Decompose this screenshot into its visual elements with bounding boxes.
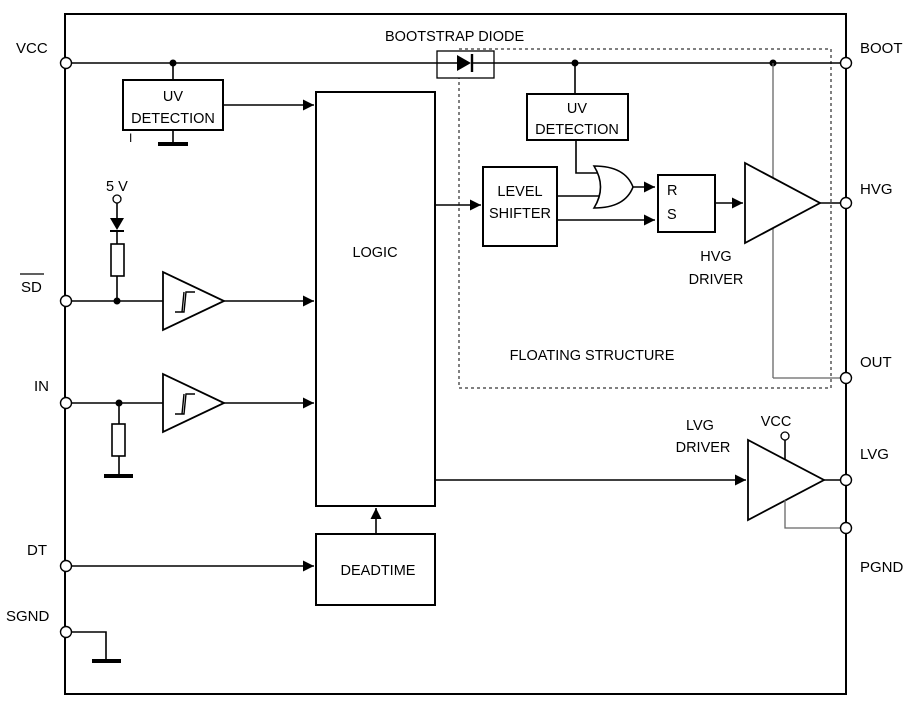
pin-vcc-label: VCC [16, 40, 48, 57]
uv1-label-line1: UV [163, 89, 183, 105]
deadtime-label: DEADTIME [341, 563, 416, 579]
pin-lvg-marker [839, 473, 853, 487]
level-shifter-block [482, 166, 558, 247]
lvg-vcc-label: VCC [761, 414, 792, 430]
pin-pgnd-label: PGND [860, 559, 904, 576]
ff-s-label: S [667, 207, 677, 223]
or-gate [592, 165, 655, 209]
lvg-driver [747, 431, 841, 529]
pin-hvg-marker [839, 196, 853, 210]
uv-detection-2 [526, 93, 629, 174]
pin-sgnd-marker [59, 625, 73, 639]
pin-pgnd-marker [839, 521, 853, 535]
uv-detection-1: I [122, 79, 314, 146]
pin-hvg-label: HVG [860, 181, 893, 198]
five-volt-label: 5 V [106, 179, 128, 195]
bootstrap-diode-label: BOOTSTRAP DIODE [385, 29, 524, 45]
pin-sgnd-label: SGND [6, 608, 50, 625]
svg-text:I: I [129, 131, 132, 145]
pin-markers [59, 56, 853, 639]
level-shifter-label-line2: SHIFTER [489, 206, 551, 222]
pin-lvg-label: LVG [860, 446, 889, 463]
pin-sd-label: SD [21, 279, 42, 296]
pin-in-label: IN [34, 378, 49, 395]
lvg-driver-label-line1: LVG [686, 418, 714, 434]
sgnd-ground [70, 631, 121, 663]
bootstrap-diode [436, 50, 495, 79]
hvg-driver-label-line2: DRIVER [689, 272, 744, 288]
pin-dt-marker [59, 559, 73, 573]
pin-dt-label: DT [27, 542, 47, 559]
pin-out-marker [839, 371, 853, 385]
pin-boot-label: BOOT [860, 40, 903, 57]
floating-structure-boundary [458, 48, 832, 389]
pin-boot-marker [839, 56, 853, 70]
uv2-label-line1: UV [567, 101, 587, 117]
uv1-label-line2: DETECTION [131, 111, 215, 127]
logic-block [315, 91, 436, 507]
ff-r-label: R [667, 183, 677, 199]
floating-structure-label: FLOATING STRUCTURE [510, 348, 675, 364]
pin-in-marker [59, 396, 73, 410]
sd-input-path [70, 194, 314, 332]
uv2-label-line2: DETECTION [535, 122, 619, 138]
hvg-driver [744, 161, 822, 245]
chip-outline [64, 13, 847, 695]
deadtime-block [315, 533, 436, 606]
pin-vcc-marker [59, 56, 73, 70]
pin-out-label: OUT [860, 354, 892, 371]
in-input-path [70, 372, 314, 478]
lvg-driver-label-line2: DRIVER [676, 440, 731, 456]
pin-sd-marker [59, 294, 73, 308]
level-shifter-label-line1: LEVEL [497, 184, 542, 200]
logic-label: LOGIC [352, 245, 397, 261]
hvg-driver-label-line1: HVG [700, 249, 731, 265]
